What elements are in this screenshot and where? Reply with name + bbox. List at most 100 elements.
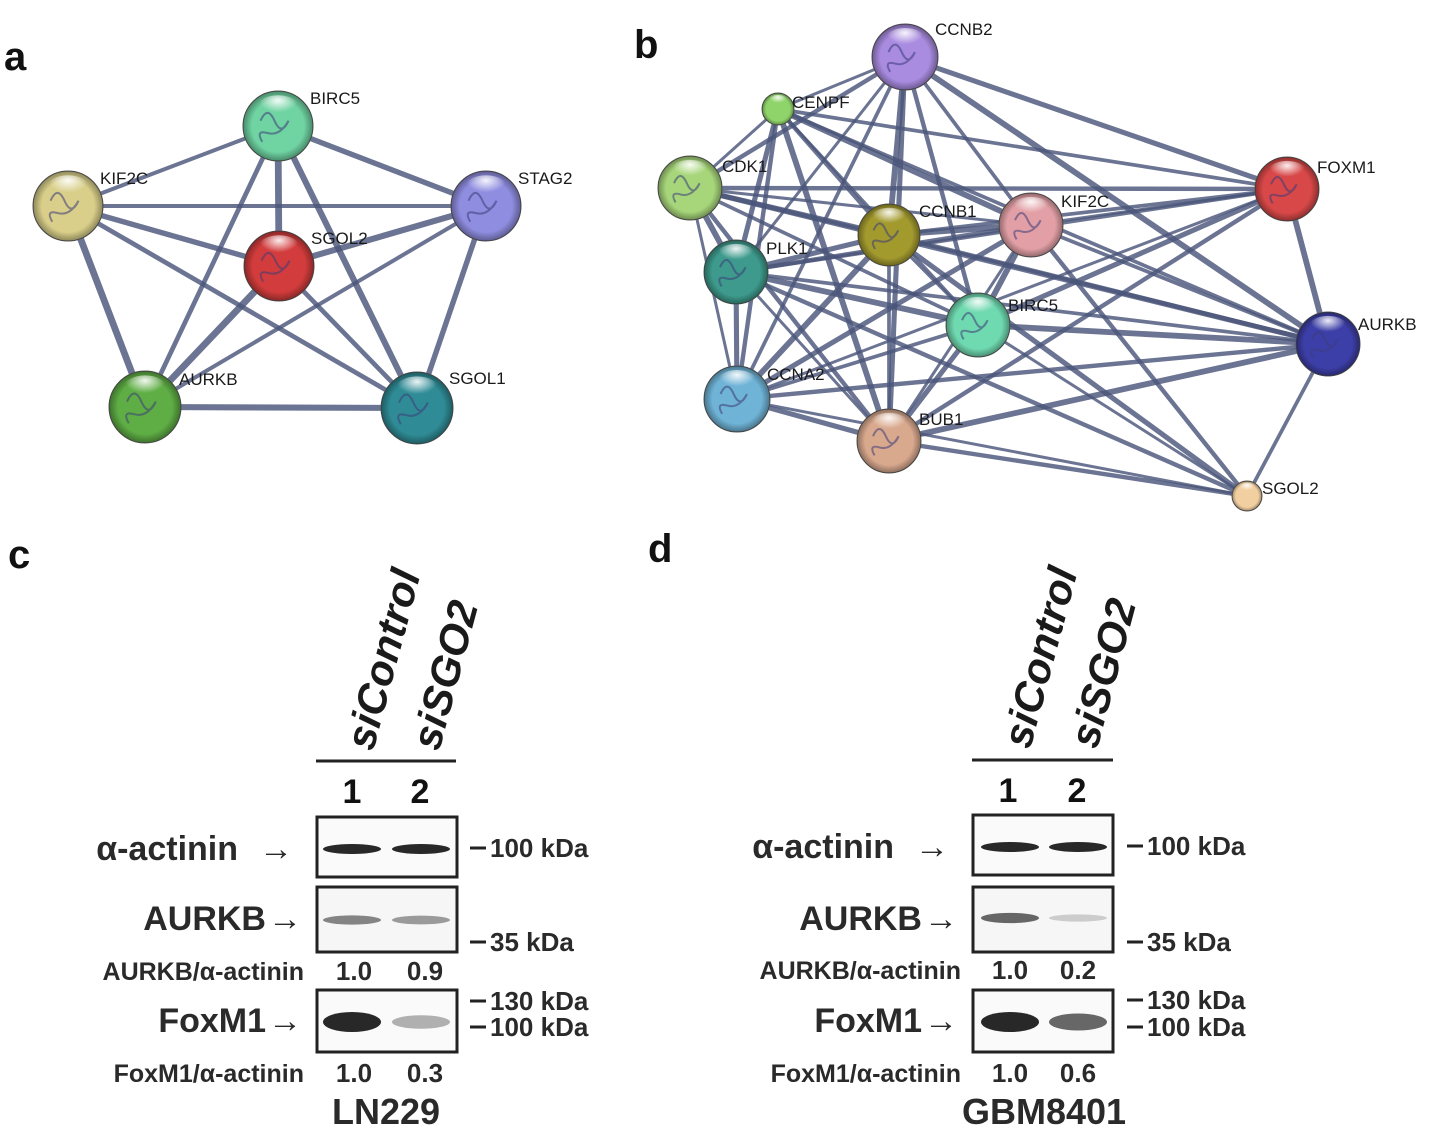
panel-d-lane-headers: siControl siSGO2 1 2	[972, 561, 1145, 810]
node-label-sgol2: SGOL2	[1262, 479, 1319, 498]
band-aurkb-lane-2	[1049, 914, 1107, 922]
node-label-aurkb: AURKB	[1358, 315, 1417, 334]
band--actinin-lane-2	[392, 844, 450, 854]
node-stag2[interactable]: STAG2	[450, 169, 572, 242]
node-gloss	[1267, 160, 1307, 186]
panel-d-foxm1-ratio-lane-1: 1.0	[992, 1058, 1028, 1088]
panel-c-foxm1-ratio-lane-1: 1.0	[336, 1058, 372, 1088]
node-plk1[interactable]: PLK1	[703, 239, 808, 305]
panel-c-aurkb-blot	[315, 885, 459, 954]
arrow-right-icon: →	[259, 830, 293, 868]
node-cdk1[interactable]: CDK1	[657, 155, 767, 221]
panel-c-lane-2-number: 2	[411, 773, 430, 811]
panel-c-actinin-marker: 100 kDa	[490, 833, 589, 863]
node-birc5[interactable]: BIRC5	[945, 292, 1058, 358]
panel-c-aurkb-bands	[323, 915, 450, 925]
edge-ccnb2-birc5	[902, 54, 981, 328]
panel-c-foxm1-ratio-lane-2: 0.3	[407, 1058, 443, 1088]
edge-ccna2-sgol2	[735, 397, 1249, 498]
node-gloss	[884, 27, 926, 54]
node-label-birc5: BIRC5	[1008, 296, 1058, 315]
panel-d-foxm1-marker-low: 100 kDa	[1147, 1012, 1246, 1042]
panel-d-western-blot: d siControl siSGO2 1 2 α-actinin → 100 k…	[648, 527, 1246, 1132]
band--actinin-lane-2	[1049, 842, 1107, 852]
node-sgol1[interactable]: SGOL1	[380, 369, 506, 445]
node-ccna2[interactable]: CCNA2	[703, 365, 825, 433]
edge-ccnb1-foxm1	[887, 187, 1289, 237]
node-gloss	[122, 375, 168, 403]
edge-bub1-sgol2	[886, 438, 1250, 499]
panel-d-aurkb-ratio-lane-1: 1.0	[992, 955, 1028, 985]
band-foxm1-lane-2	[392, 1015, 450, 1029]
edge-birc5-sgol2	[976, 323, 1249, 498]
edge-plk1-sgol2	[733, 269, 1250, 499]
edge-birc5-aurkb	[142, 123, 281, 410]
panel-c-aurkb-ratio-label: AURKB/α-actinin	[103, 958, 304, 986]
node-label-kif2c: KIF2C	[100, 169, 148, 188]
node-kif2c[interactable]: KIF2C	[32, 169, 148, 242]
panel-c-actinin-label: α-actinin	[96, 830, 238, 868]
panel-d-foxm1-ratio-label: FoxM1/α-actinin	[771, 1060, 961, 1088]
panel-d-cell-line: GBM8401	[962, 1091, 1126, 1132]
node-gloss	[46, 175, 90, 202]
panel-d-foxm1-marker-high: 130 kDa	[1147, 985, 1246, 1015]
edge-birc5-aurkb	[975, 322, 1331, 347]
edge-ccnb2-ccna2	[735, 55, 907, 401]
panel-c-foxm1-marker-low: 100 kDa	[490, 1012, 589, 1042]
panel-c-foxm1-marker-high: 130 kDa	[490, 986, 589, 1016]
edge-kif2c-sgol2	[65, 203, 282, 269]
panel-d-aurkb-label: AURKB	[799, 900, 922, 938]
panel-d-aurkb-bands	[981, 912, 1107, 924]
edge-aurkb-sgol1	[141, 403, 421, 412]
edge-ccnb1-ccna2	[734, 232, 892, 402]
edge-plk1-bub1	[734, 270, 891, 443]
panel-c-foxm1-ratio-label: FoxM1/α-actinin	[114, 1060, 304, 1088]
node-gloss	[1308, 315, 1348, 341]
node-ccnb2[interactable]: CCNB2	[871, 20, 993, 91]
node-gloss	[256, 95, 300, 122]
edge-ccnb2-kif2c	[903, 55, 1033, 227]
node-sgol2[interactable]: SGOL2	[243, 229, 368, 302]
edge-stag2-sgol2	[275, 202, 490, 270]
node-label-sgol1: SGOL1	[449, 369, 506, 388]
edge-cdk1-kif2c	[688, 186, 1033, 227]
node-label-aurkb: AURKB	[179, 370, 238, 389]
panel-c-cell-line: LN229	[332, 1091, 440, 1132]
panel-d-aurkb-ratio-lane-2: 0.2	[1060, 955, 1096, 985]
edge-cenpf-foxm1	[776, 107, 1289, 191]
node-birc5[interactable]: BIRC5	[242, 89, 360, 162]
panel-d-actinin-bands	[981, 842, 1107, 852]
edge-plk1-birc5	[733, 269, 981, 328]
node-aurkb[interactable]: AURKB	[1295, 311, 1417, 377]
node-label-bub1: BUB1	[919, 410, 963, 429]
panel-d-foxm1-bands	[981, 1012, 1107, 1032]
node-aurkb[interactable]: AURKB	[108, 370, 238, 444]
node-kif2c[interactable]: KIF2C	[998, 192, 1109, 258]
edge-birc5-kif2c	[66, 124, 280, 208]
node-gloss	[716, 243, 756, 269]
edge-aurkb-bub1	[886, 341, 1331, 444]
edge-plk1-aurkb	[734, 270, 1330, 346]
node-ccnb1[interactable]: CCNB1	[857, 202, 977, 267]
panel-c-aurkb-ratio-lane-1: 1.0	[336, 956, 372, 986]
band-foxm1-lane-1	[323, 1012, 381, 1032]
arrow-right-icon: →	[924, 900, 958, 938]
node-label-sgol2: SGOL2	[311, 229, 368, 248]
node-foxm1[interactable]: FOXM1	[1254, 156, 1376, 222]
panel-c-aurkb-ratio-lane-2: 0.9	[407, 956, 443, 986]
node-cenpf[interactable]: CENPF	[761, 92, 850, 126]
node-sgol2[interactable]: SGOL2	[1231, 479, 1319, 512]
band--actinin-lane-1	[981, 842, 1039, 852]
edge-cdk1-foxm1	[687, 185, 1290, 192]
panel-a-label: a	[4, 35, 27, 79]
edge-birc5-ccna2	[735, 323, 980, 401]
node-bub1[interactable]: BUB1	[856, 408, 963, 474]
edge-ccnb2-foxm1	[902, 54, 1290, 192]
panel-d-lane-2-number: 2	[1068, 772, 1087, 810]
arrow-right-icon: →	[915, 828, 949, 866]
edge-foxm1-ccna2	[735, 187, 1289, 401]
arrow-right-icon: →	[268, 900, 302, 938]
node-label-birc5: BIRC5	[310, 89, 360, 108]
